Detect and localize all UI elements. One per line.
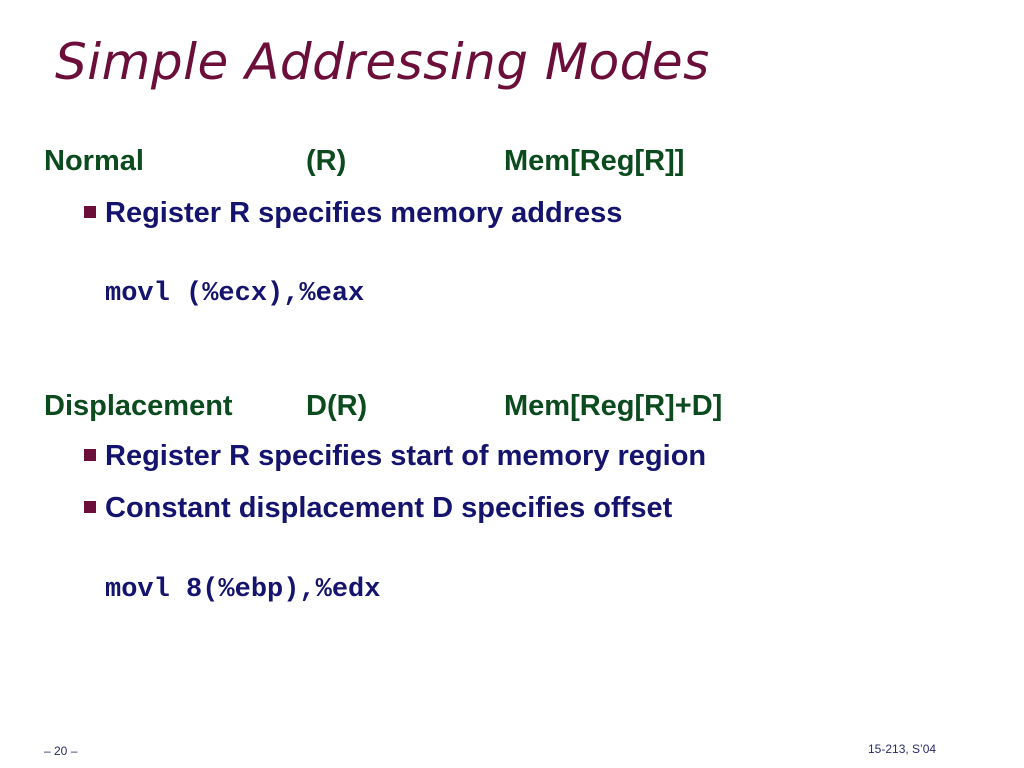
code-example: movl (%ecx),%eax: [105, 279, 365, 309]
mode-name: Displacement: [44, 390, 233, 422]
mode-syntax: D(R): [306, 390, 368, 422]
bullet-text: Register R specifies memory address: [105, 197, 623, 229]
slide-title: Simple Addressing Modes: [55, 33, 710, 91]
mode-semantics: Mem[Reg[R]+D]: [504, 390, 723, 422]
bullet-text: Constant displacement D specifies offset: [105, 492, 673, 524]
square-bullet-icon: [84, 449, 96, 461]
mode-name: Normal: [44, 145, 144, 177]
course-label: 15-213, S’04: [868, 742, 937, 756]
square-bullet-icon: [84, 206, 96, 218]
list-item: Register R specifies start of memory reg…: [84, 438, 706, 474]
mode-syntax: (R): [306, 145, 347, 177]
square-bullet-icon: [84, 501, 96, 513]
code-example: movl 8(%ebp),%edx: [105, 575, 381, 605]
page-number: – 20 –: [44, 744, 78, 758]
list-item: Register R specifies memory address: [84, 195, 622, 231]
list-item: Constant displacement D specifies offset: [84, 490, 672, 526]
bullet-text: Register R specifies start of memory reg…: [105, 440, 707, 472]
mode-semantics: Mem[Reg[R]]: [504, 145, 685, 177]
